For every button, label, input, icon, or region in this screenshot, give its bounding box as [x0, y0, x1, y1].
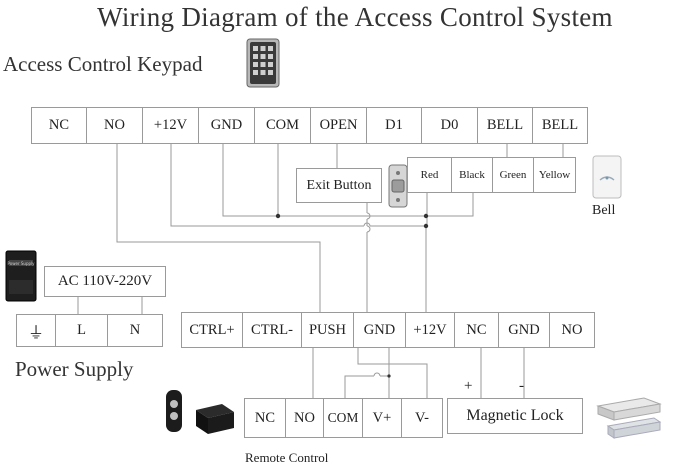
keypad-terminal-strip: NC NO +12V GND COM OPEN D1 D0 BELL BELL — [31, 107, 588, 144]
power-supply-device-icon: Power Supply — [5, 250, 37, 302]
controller-terminal: NO — [549, 312, 595, 348]
keypad-terminal: D0 — [421, 107, 478, 144]
power-terminal: N — [107, 314, 163, 347]
keypad-terminal: NO — [86, 107, 143, 144]
remote-terminal-strip: NC NO COM V+ V- — [244, 398, 443, 438]
lock-minus-label: - — [519, 378, 524, 394]
bell-wire-label: Red — [407, 157, 452, 193]
keypad-terminal: COM — [254, 107, 311, 144]
magnetic-lock-device-icon — [596, 397, 662, 439]
svg-text:Power Supply: Power Supply — [8, 261, 36, 266]
power-supply-terminal-strip: ⏚ L N — [16, 314, 163, 347]
keypad-terminal: NC — [31, 107, 87, 144]
remote-terminal: V- — [401, 398, 443, 438]
controller-terminal: PUSH — [301, 312, 354, 348]
keypad-terminal: D1 — [366, 107, 422, 144]
remote-terminal: NO — [285, 398, 324, 438]
power-supply-label: Power Supply — [15, 357, 134, 381]
keypad-terminal: BELL — [532, 107, 588, 144]
ground-terminal: ⏚ — [16, 314, 56, 347]
remote-fob-icon — [166, 390, 182, 432]
bell-wire-label: Black — [451, 157, 493, 193]
keypad-label: Access Control Keypad — [3, 52, 203, 76]
controller-terminal: CTRL- — [242, 312, 302, 348]
controller-terminal-strip: CTRL+ CTRL- PUSH GND +12V NC GND NO — [181, 312, 595, 348]
controller-terminal: CTRL+ — [181, 312, 243, 348]
keypad-device-icon — [246, 38, 280, 88]
receiver-module-icon — [196, 404, 234, 434]
ac-input-box: AC 110V-220V — [44, 266, 166, 297]
bell-device-icon — [592, 155, 622, 199]
lock-plus-label: + — [464, 378, 473, 394]
remote-terminal: V+ — [362, 398, 402, 438]
keypad-terminal: BELL — [477, 107, 533, 144]
bell-label: Bell — [592, 203, 616, 218]
keypad-terminal: +12V — [142, 107, 199, 144]
magnetic-lock-box: Magnetic Lock — [447, 398, 583, 434]
controller-terminal: GND — [353, 312, 406, 348]
remote-terminal: COM — [323, 398, 363, 438]
power-terminal: L — [55, 314, 108, 347]
keypad-terminal: GND — [198, 107, 255, 144]
controller-terminal: GND — [498, 312, 550, 348]
exit-button-box: Exit Button — [296, 168, 382, 203]
remote-terminal: NC — [244, 398, 286, 438]
controller-terminal: +12V — [405, 312, 455, 348]
page-title: Wiring Diagram of the Access Control Sys… — [97, 2, 613, 32]
bell-wire-label: Green — [492, 157, 534, 193]
bell-wire-label: Yellow — [533, 157, 576, 193]
bell-wire-strip: Red Black Green Yellow — [407, 157, 576, 193]
controller-terminal: NC — [454, 312, 499, 348]
keypad-terminal: OPEN — [310, 107, 367, 144]
remote-control-label: Remote Control — [245, 450, 329, 464]
